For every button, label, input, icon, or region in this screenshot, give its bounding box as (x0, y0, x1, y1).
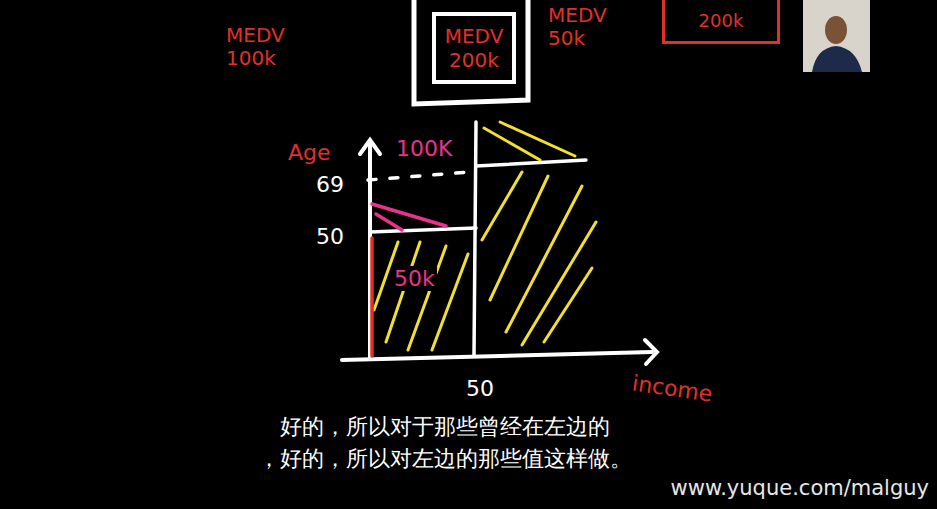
region-value: 50k (392, 266, 437, 291)
tick-label: 50 (466, 376, 494, 401)
value-box: 200k (662, 0, 780, 44)
axes (342, 140, 657, 364)
split-lines (368, 122, 586, 355)
subtitle: ，好的，所以对左边的那些值这样做。 (0, 446, 890, 471)
region-value: 100K (396, 136, 452, 161)
tick-label: 69 (316, 172, 344, 197)
axis-label: Age (288, 140, 331, 165)
pink-strokes (372, 204, 446, 356)
medv-label: MEDV 100k (226, 24, 300, 70)
tick-label: 50 (316, 224, 344, 249)
box-text: MEDV 200k (440, 24, 508, 72)
webcam-thumbnail (803, 0, 870, 72)
box-frame (414, 0, 528, 104)
subtitle: 好的，所以对于那些曾经在左边的 (0, 414, 890, 439)
hatching (374, 122, 596, 350)
axis-label: income (631, 371, 714, 407)
medv-label: MEDV 50k (548, 4, 618, 50)
box-text: 200k (699, 10, 744, 31)
watermark: www.yuque.com/malguy (671, 476, 929, 500)
value-box: MEDV 200k (432, 12, 516, 84)
